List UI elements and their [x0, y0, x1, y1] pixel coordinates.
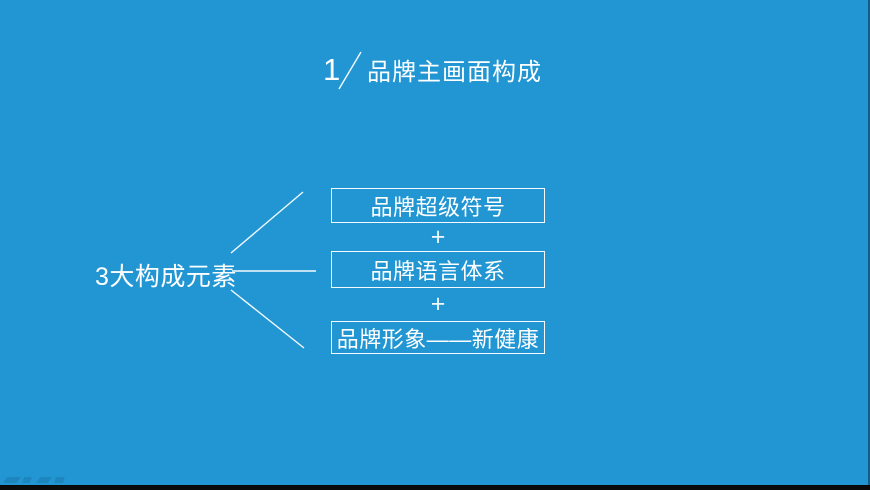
bottom-window-edge-bar	[0, 485, 870, 490]
diagram-root-label: 3大构成元素	[95, 263, 237, 291]
diagram-box-label: 品牌超级符号	[370, 194, 506, 220]
connector-line-bottom	[230, 289, 305, 349]
diagram-box-brand-symbol: 品牌超级符号	[331, 188, 545, 223]
connector-line-top	[230, 191, 304, 254]
plus-sign-2: +	[430, 289, 446, 318]
right-edge-divider	[868, 0, 870, 490]
diagram-box-label: 品牌语言体系	[370, 258, 506, 284]
diagram-box-brand-image: 品牌形象——新健康	[331, 321, 545, 354]
slide-title-number: 1	[323, 52, 341, 87]
diagram-box-label: 品牌形象——新健康	[336, 326, 540, 352]
plus-sign-1: +	[430, 222, 446, 251]
diagram-box-brand-language: 品牌语言体系	[331, 251, 545, 288]
slide-title: 品牌主画面构成	[367, 59, 542, 86]
title-slash-line	[338, 51, 362, 90]
